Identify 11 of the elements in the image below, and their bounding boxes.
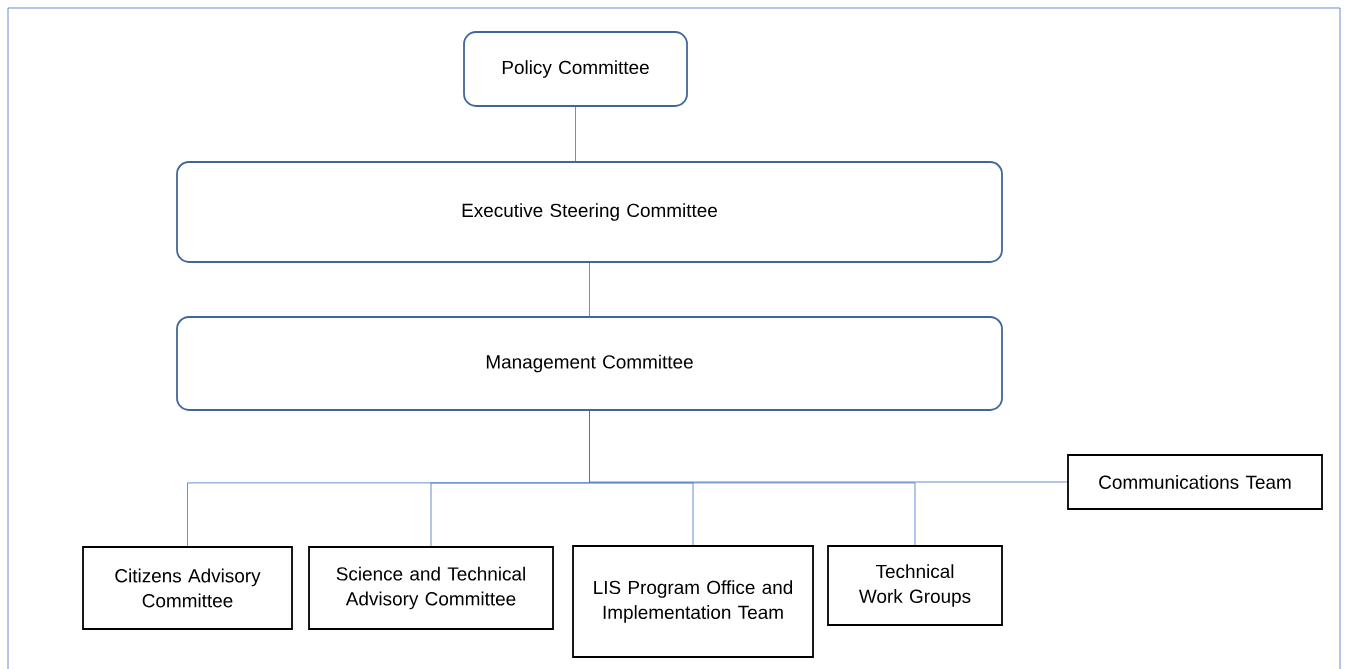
connector-line <box>589 262 590 317</box>
team-box: Communications Team <box>1067 454 1323 510</box>
committee-box: Management Committee <box>176 316 1003 411</box>
connector-line <box>589 410 916 546</box>
team-box: Technical Work Groups <box>827 545 1003 626</box>
team-box: Citizens Advisory Committee <box>82 546 293 630</box>
team-box: LIS Program Office and Implementation Team <box>572 545 814 658</box>
committee-box: Policy Committee <box>463 31 688 107</box>
team-box: Science and Technical Advisory Committee <box>308 546 554 630</box>
connector-line <box>575 106 576 162</box>
committee-box: Executive Steering Committee <box>176 161 1003 263</box>
